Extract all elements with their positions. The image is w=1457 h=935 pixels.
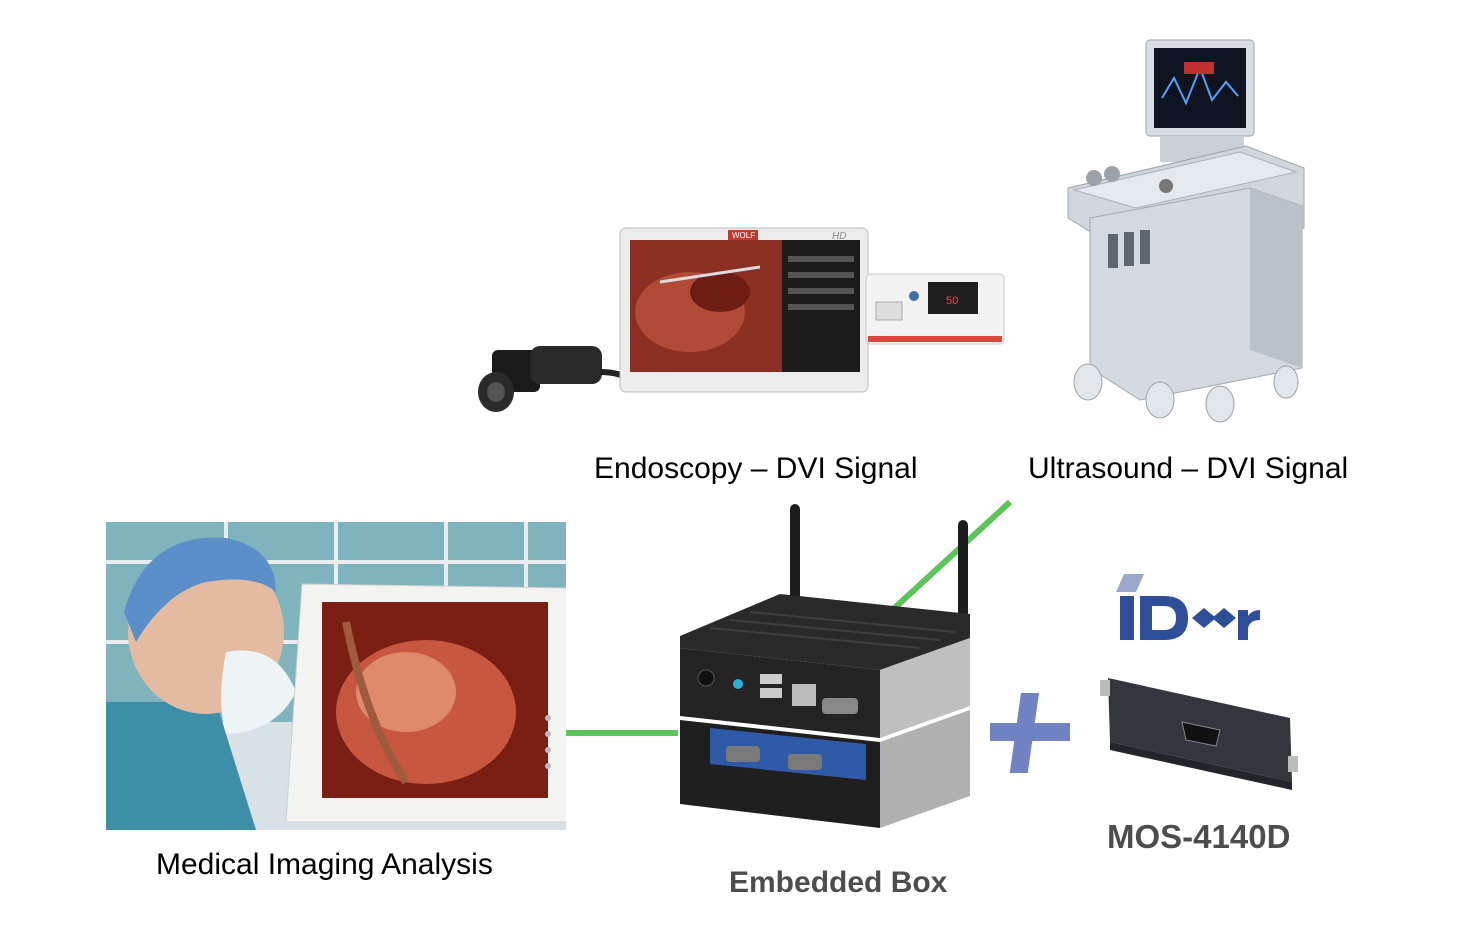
surgeon-figure — [106, 537, 296, 830]
mos-module-image — [1100, 678, 1298, 790]
endoscopy-label: Endoscopy – DVI Signal — [594, 452, 918, 485]
ultrasound-cabinet — [1089, 187, 1303, 401]
analysis-monitor — [285, 583, 566, 823]
ultrasound-machine-image — [1067, 39, 1305, 423]
endoscopy-equipment-image: WOLF HD 50 — [478, 227, 1005, 412]
ultrasound-screen — [1145, 39, 1255, 137]
ultrasound-label: Ultrasound – DVI Signal — [1028, 452, 1349, 485]
endoscopy-monitor: WOLF HD — [619, 227, 869, 393]
antenna-left — [790, 504, 800, 624]
module-label: MOS-4140D — [1107, 818, 1291, 855]
connector-line-ultrasound — [885, 499, 1013, 617]
embedded-box-lower-panel — [680, 710, 970, 828]
embedded-box-upper-panel — [680, 638, 970, 738]
hdmi-port-icon — [1181, 721, 1221, 747]
idoor-logo: iDoor — [1116, 574, 1260, 640]
medical-imaging-photo — [106, 522, 566, 830]
endoscopy-control-unit: 50 — [865, 273, 1005, 345]
plus-sign — [990, 693, 1070, 773]
embedded-box-label: Embedded Box — [729, 866, 948, 899]
medical-imaging-label: Medical Imaging Analysis — [156, 848, 493, 881]
monitor-brand-text: WOLF — [732, 231, 755, 240]
ultrasound-wheels — [1073, 363, 1299, 423]
antenna-right — [958, 520, 968, 630]
monitor-badge-text: HD — [832, 231, 846, 242]
embedded-box-image — [680, 504, 970, 828]
device-display-value: 50 — [946, 295, 958, 307]
endoscope-camera-head — [478, 346, 670, 412]
